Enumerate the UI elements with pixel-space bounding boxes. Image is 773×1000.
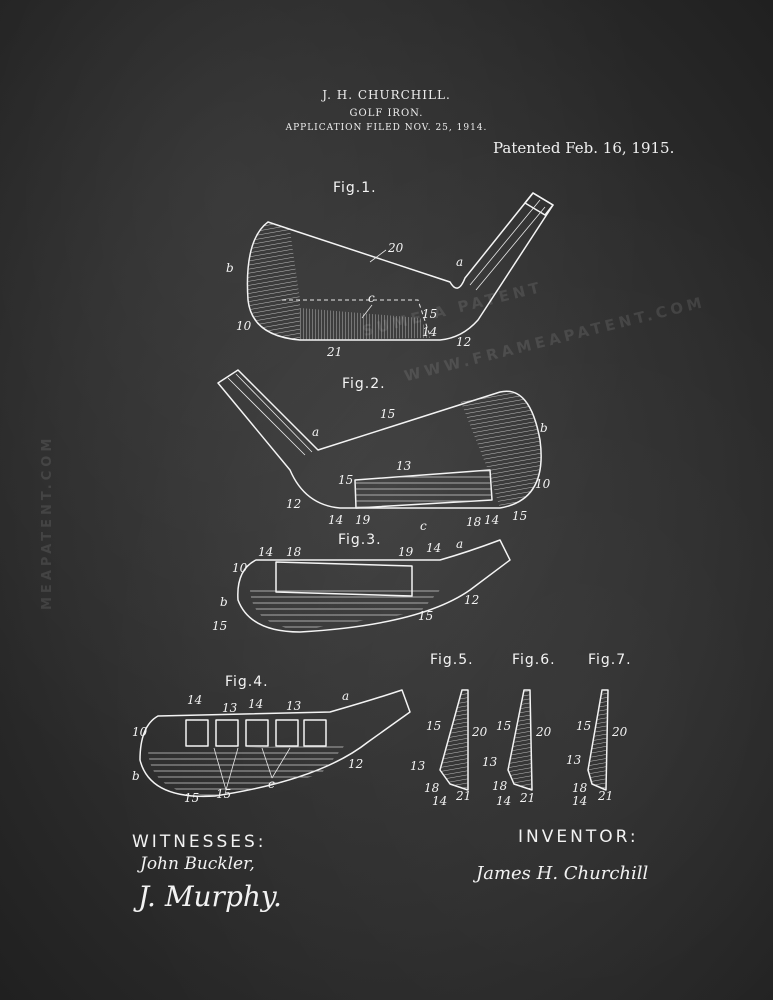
fig2-label-b: b <box>540 421 548 435</box>
fig2-label-15b: 15 <box>338 473 353 487</box>
fig4-label-a: a <box>342 689 349 703</box>
fig1-label-a: a <box>456 255 463 269</box>
figure-3: Fig.3. 14 18 19 14 a 10 b 15 15 12 <box>212 532 511 633</box>
fig1-label-c: c <box>368 291 375 305</box>
fig2-label-15: 15 <box>380 407 395 421</box>
inventor-label: INVENTOR: <box>518 827 639 847</box>
fig5-label-21: 21 <box>455 789 471 803</box>
fig2-label-18: 18 <box>466 515 482 529</box>
figure-7: Fig.7. 15 20 13 18 14 21 <box>566 652 632 808</box>
fig3-label-14b: 14 <box>426 541 441 555</box>
fig1-label-b: b <box>226 261 234 275</box>
figure-5: Fig.5. 15 20 13 18 14 21 <box>410 652 488 808</box>
fig4-label-14: 14 <box>187 693 202 707</box>
fig1-label-10: 10 <box>236 319 252 333</box>
fig6-label-13: 13 <box>482 755 498 769</box>
fig3-sole-lines <box>250 590 440 630</box>
fig1-cavity-line <box>282 299 431 337</box>
fig5-label-14: 14 <box>432 794 447 808</box>
fig3-label-a: a <box>456 537 463 551</box>
fig7-label-14: 14 <box>572 794 587 808</box>
fig1-sole-shading <box>300 308 430 340</box>
fig3-label-18: 18 <box>286 545 302 559</box>
fig7-label-21: 21 <box>597 789 613 803</box>
fig5-label-15: 15 <box>426 719 441 733</box>
patented-date: Patented Feb. 16, 1915. <box>493 139 675 157</box>
fig4-label-13b: 13 <box>286 699 302 713</box>
fig6-label-20: 20 <box>535 725 552 739</box>
fig3-label-10: 10 <box>232 561 248 575</box>
fig5-label-20: 20 <box>471 725 488 739</box>
inventor-signature: James H. Churchill <box>476 863 649 884</box>
figure-4: Fig.4. 14 13 14 13 a 10 b 12 15 15 c <box>132 674 411 805</box>
fig3-label-15b: 15 <box>418 609 433 623</box>
fig4-head-outline <box>139 689 411 798</box>
fig6-label-14: 14 <box>496 794 511 808</box>
figure-6: Fig.6. 15 20 13 18 14 21 <box>482 652 556 808</box>
witnesses-label: WITNESSES: <box>132 832 267 852</box>
fig2-hosel-lines <box>227 373 313 456</box>
application-date: APPLICATION FILED NOV. 25, 1914. <box>285 123 488 133</box>
fig4-title: Fig.4. <box>225 674 269 690</box>
fig7-title: Fig.7. <box>588 652 632 668</box>
fig5-label-13: 13 <box>410 759 426 773</box>
fig1-label-15: 15 <box>422 307 437 321</box>
fig1-label-21: 21 <box>326 345 342 359</box>
fig7-label-13: 13 <box>566 753 582 767</box>
fig1-hosel-lines <box>469 199 546 291</box>
fig2-label-14b: 14 <box>484 513 499 527</box>
fig4-label-15: 15 <box>184 791 199 805</box>
witness-signature-1: John Buckler, <box>140 854 255 874</box>
fig2-label-14: 14 <box>328 513 343 527</box>
fig6-label-21: 21 <box>519 791 535 805</box>
fig2-label-a: a <box>312 425 319 439</box>
fig3-label-14: 14 <box>258 545 273 559</box>
fig3-insert <box>275 561 413 597</box>
fig7-label-15: 15 <box>576 719 591 733</box>
fig1-label-14: 14 <box>422 325 437 339</box>
fig2-label-10: 10 <box>535 477 551 491</box>
fig1-hosel-top <box>524 192 554 216</box>
fig1-toe-shading <box>247 222 300 340</box>
fig6-label-18: 18 <box>492 779 508 793</box>
fig7-label-18: 18 <box>572 781 588 795</box>
fig7-label-20: 20 <box>611 725 628 739</box>
fig3-label-b: b <box>220 595 228 609</box>
fig2-label-13: 13 <box>396 459 412 473</box>
fig4-label-12: 12 <box>348 757 363 771</box>
fig6-title: Fig.6. <box>512 652 556 668</box>
fig3-label-12: 12 <box>464 593 479 607</box>
fig3-title: Fig.3. <box>338 532 382 548</box>
figure-1: Fig.1. b 20 a c 10 15 14 21 12 <box>226 180 554 359</box>
inventor-header: J. H. CHURCHILL. <box>322 88 451 102</box>
fig5-title: Fig.5. <box>430 652 474 668</box>
fig3-label-15: 15 <box>212 619 227 633</box>
fig2-title: Fig.2. <box>342 376 386 392</box>
fig2-label-c: c <box>420 519 427 533</box>
fig2-label-15c: 15 <box>512 509 527 523</box>
fig4-sole-lines <box>148 745 345 796</box>
fig3-label-19: 19 <box>398 545 414 559</box>
fig2-toe-shading <box>460 391 542 508</box>
fig4-label-14b: 14 <box>248 697 263 711</box>
fig2-label-12: 12 <box>286 497 301 511</box>
fig4-label-10: 10 <box>132 725 148 739</box>
witness-signature-2: J. Murphy. <box>138 880 282 913</box>
figure-2: Fig.2. a 15 b 13 15 10 12 14 19 c 18 14 … <box>217 369 551 533</box>
fig4-label-15b: 15 <box>216 787 231 801</box>
fig1-label-20: 20 <box>387 241 404 255</box>
patent-title: GOLF IRON. <box>349 108 424 119</box>
fig4-label-13: 13 <box>222 701 238 715</box>
fig1-title: Fig.1. <box>333 180 377 196</box>
fig4-inserts <box>185 719 327 747</box>
fig3-head-outline <box>237 539 511 633</box>
fig4-label-c: c <box>268 777 275 791</box>
fig2-label-19: 19 <box>355 513 371 527</box>
fig6-label-15: 15 <box>496 719 511 733</box>
fig4-label-b: b <box>132 769 140 783</box>
fig5-label-18: 18 <box>424 781 440 795</box>
fig1-label-12: 12 <box>456 335 471 349</box>
